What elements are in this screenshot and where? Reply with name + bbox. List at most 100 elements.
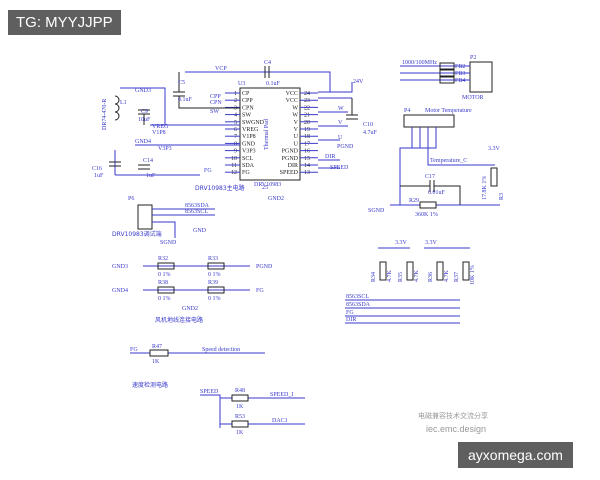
l1-wires [120,87,240,126]
ic-name: DRV10983 [254,182,281,188]
fb4-symbol [439,76,455,84]
net-3v3-r3: 3.3V [488,146,501,152]
c17-value: 0.01uF [428,190,446,196]
net-temp-c: Temperature_C [430,158,467,164]
c14-ref: C14 [143,158,153,164]
ic-pin-num-17: 17 [304,141,310,147]
net-cpn: CPN [210,100,222,106]
ic-pin-name-16: PGND [282,149,299,155]
c5-symbol [173,72,240,109]
c5-value: 0.1uF [178,97,193,103]
r35-ref: R35 [398,272,404,282]
r32-symbol [157,262,175,270]
ic-pin-name-2: CPP [242,98,253,104]
net-fg-pu: FG [346,310,354,316]
p4-ref: P4 [404,108,410,114]
ic-pin-num-10: 10 [231,156,237,162]
r3-ref: R3 [499,193,505,200]
r48-ref: R48 [235,388,245,394]
ic-pin-name-15: PGND [282,156,299,162]
r37-value: 10K 1% [470,265,476,285]
net-cpp: CPP [210,94,221,100]
r48-value: 1K [236,404,244,410]
net-w: W [338,106,344,112]
p2-ref: P2 [470,55,476,61]
p4-body [403,114,455,128]
fb2-symbol [439,62,455,70]
net-24v: 24V [353,79,364,85]
forum-watermark-cn: 电磁兼容技术交流分享 [418,412,488,420]
c10-symbol [346,98,358,120]
ic-pin-name-21: W [292,113,298,119]
ic-ref: U3 [238,81,245,87]
ic-pin-name-22: W [292,105,298,111]
net-v: V [338,120,343,126]
c4-symbol [264,66,270,78]
ic-pin-name-19: V [294,127,299,133]
r48-symbol [231,394,249,402]
gnd4-wires [114,144,240,176]
net-pgnd-link: PGND [256,264,273,270]
ic-pin-name-10: SCL [242,156,253,162]
net-scl-p6: 8563SCL [185,209,208,215]
ic-pin-num-14: 14 [304,163,310,169]
ic-pin-num-13: 13 [304,170,310,176]
r34-value: 4.7K [387,270,393,283]
net-speed-i: SPEED_I [270,392,293,398]
pullup-wires [345,247,470,324]
ic-pin-num-7: 7 [234,134,237,140]
ic-pin-num-1: 1 [234,91,237,97]
tg-label: TG: MYYJJPP [8,10,121,35]
ic-pin-name-5: SWGND [242,120,265,126]
gnd-link-caption: 风机地线连接电路 [155,316,203,324]
r53-value: 1K [236,430,244,436]
c4-value: 0.1uF [266,81,281,87]
c5-ref: C5 [178,80,185,86]
r34-ref: R34 [371,272,377,282]
ic-pin-name-13: SPEED [280,170,299,176]
r32-ref: R32 [158,256,168,262]
ic-pin-num-21: 21 [304,113,310,119]
speed-circuit-caption: 速度检测电路 [132,381,168,389]
c16-ref: C16 [92,166,102,172]
ic-pin-name-1: CP [242,91,250,97]
fb3-symbol [439,69,455,77]
ic-pin-name-3: CPN [242,105,254,111]
c16-symbol [109,161,121,167]
r47-symbol [149,349,169,357]
c9-value: 10uF [138,117,151,123]
ic-pin-num-22: 22 [304,105,310,111]
ic-caption: DRV10983主电路 [195,184,245,192]
ic-pin-num-24: 24 [304,91,310,97]
net-pgnd: PGND [337,144,354,150]
l1-value: DR74-470-R [102,99,108,130]
p6-wires [152,208,215,238]
net-speed-in: SPEED [200,389,219,395]
net-gnd-p6: GND [193,228,207,234]
ic-pin-num-23: 23 [304,98,310,104]
c9-ref: C9 [141,109,148,115]
fb-value: 1000/100MHz [402,60,437,66]
net-gnd2-ic: GND2 [268,196,284,202]
net-sda-pu: 8563SDA [346,302,371,308]
net-fg: FG [204,168,212,174]
motor-wires [400,65,470,81]
fb3-ref: FB3 [455,71,465,77]
fb2-ref: FB2 [455,64,465,70]
net-fgnd-link: FG [256,288,264,294]
c4-ref: C4 [264,60,271,66]
net-speed: SPEED [330,165,349,171]
net-dir: DIR [325,154,335,160]
r37-ref: R37 [454,272,460,282]
l1-ref: L1 [120,100,127,106]
r3-symbol [490,167,498,187]
c14-symbol [138,164,150,170]
l1-symbol [114,95,120,121]
r38-ref: R38 [158,280,168,286]
r47-value: 1K [152,359,160,365]
net-v3p3: V3P3 [158,146,172,152]
r38-value: 0 1% [158,296,171,302]
r38-symbol [157,286,175,294]
